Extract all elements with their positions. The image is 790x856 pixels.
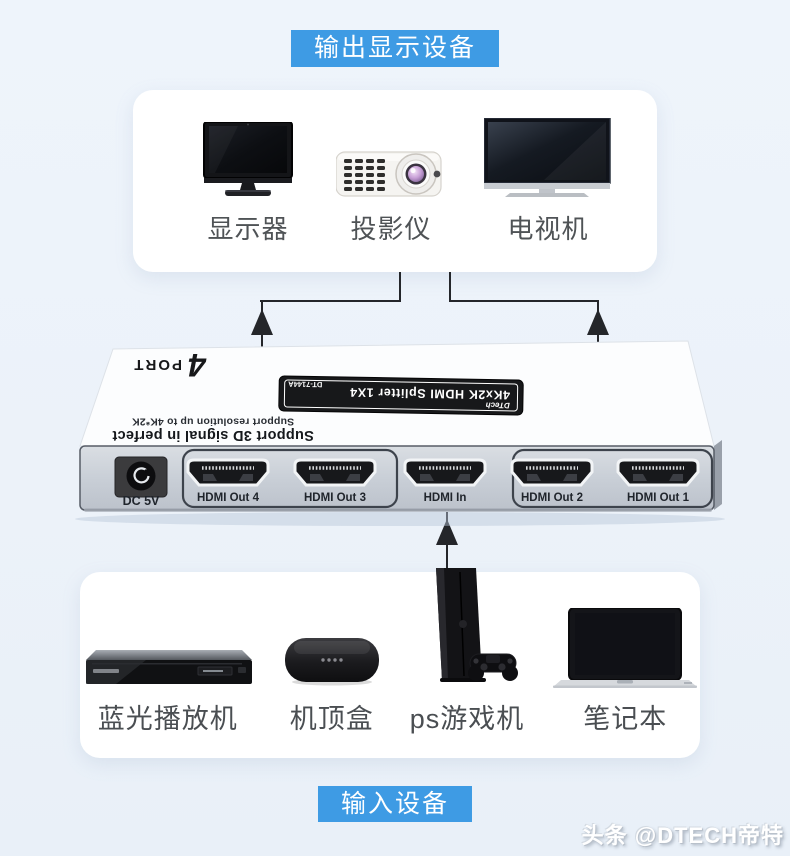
input-devices-card: 蓝光播放机 机顶盒 — [80, 568, 700, 758]
input-device-label: 蓝光播放机 — [97, 704, 238, 734]
hdmi-port-label: HDMI Out 4 — [197, 492, 260, 504]
dc-power-label: DC 5V — [123, 494, 160, 508]
input-device-laptop: 笔记本 — [552, 608, 698, 736]
hdmi-port-out3-icon — [293, 458, 377, 487]
product-title: 4Kx2K HDMI Splitter 1X4 — [350, 385, 511, 402]
ps-console-icon — [436, 568, 518, 682]
arrow-up-icon — [436, 519, 458, 545]
edge-text-line2: Support resolution up to 4K*2K — [132, 416, 295, 428]
hdmi-port-label: HDMI In — [424, 492, 467, 504]
hdmi-port-out2-icon — [510, 458, 594, 487]
input-device-ps-console: ps游戏机 — [410, 566, 525, 736]
output-device-monitor: 显示器 — [198, 122, 298, 246]
port-count-number: 4 — [188, 347, 207, 383]
device-shadow — [75, 512, 725, 526]
input-connector-line — [446, 512, 448, 588]
input-devices-banner: 输入设备 — [317, 786, 473, 822]
hdmi-port-label: HDMI Out 3 — [304, 492, 366, 504]
tv-icon — [484, 118, 611, 197]
arrow-up-icon — [251, 309, 273, 335]
port-count-text: PORT — [132, 356, 182, 373]
output-device-label: 显示器 — [207, 214, 289, 244]
edge-text: Support 3D signal in perfect Support res… — [112, 416, 314, 444]
panel-bottom-edge — [84, 508, 712, 512]
set-top-box-icon — [284, 638, 379, 686]
output-connector-right-drop — [449, 272, 451, 302]
input-device-settopbox: 机顶盒 — [282, 632, 382, 736]
hdmi-port-out4-icon — [186, 458, 270, 487]
input-device-label: 笔记本 — [583, 704, 668, 734]
hdmi-splitter-device: 4 PORT DTech 4Kx2K HDMI Splitter 1X4 DT-… — [75, 340, 725, 526]
label-plate: DTech 4Kx2K HDMI Splitter 1X4 DT-7144A — [278, 375, 524, 416]
output-connector-left-run — [260, 300, 401, 302]
dc-power-port-icon — [114, 456, 168, 498]
port-count-marking: 4 PORT — [132, 347, 207, 383]
input-device-label: 机顶盒 — [289, 704, 374, 734]
monitor-icon — [203, 122, 293, 196]
input-device-bluray: 蓝光播放机 — [82, 636, 254, 736]
output-device-tv: 电视机 — [484, 118, 612, 246]
output-devices-card: 显示器 — [133, 90, 657, 272]
brand-logo: DTech — [486, 400, 510, 409]
output-devices-banner: 输出显示设备 — [290, 30, 500, 67]
model-number: DT-7144A — [288, 380, 323, 390]
output-connector-left-drop — [399, 272, 401, 302]
gamepad-icon — [468, 653, 518, 681]
output-group-box-left — [181, 448, 399, 509]
hdmi-port-out1-icon — [616, 458, 700, 487]
output-device-projector: 投影仪 — [336, 150, 446, 246]
hdmi-port-label: HDMI Out 1 — [627, 492, 690, 504]
output-device-label: 电视机 — [507, 214, 589, 244]
device-side-face — [714, 440, 722, 510]
bluray-player-icon — [85, 650, 252, 684]
watermark: 头条 @DTECH帝特 — [581, 823, 784, 848]
output-connector-right-run — [450, 300, 598, 302]
laptop-icon — [553, 608, 698, 688]
edge-text-line1: Support 3D signal in perfect — [112, 427, 314, 443]
output-group-box-right — [511, 448, 714, 509]
projector-icon — [336, 151, 442, 197]
output-device-label: 投影仪 — [350, 214, 432, 244]
hdmi-port-in-icon — [403, 458, 487, 487]
input-device-label: ps游戏机 — [409, 704, 525, 734]
arrow-up-icon — [587, 309, 609, 335]
hdmi-port-label: HDMI Out 2 — [521, 492, 583, 504]
